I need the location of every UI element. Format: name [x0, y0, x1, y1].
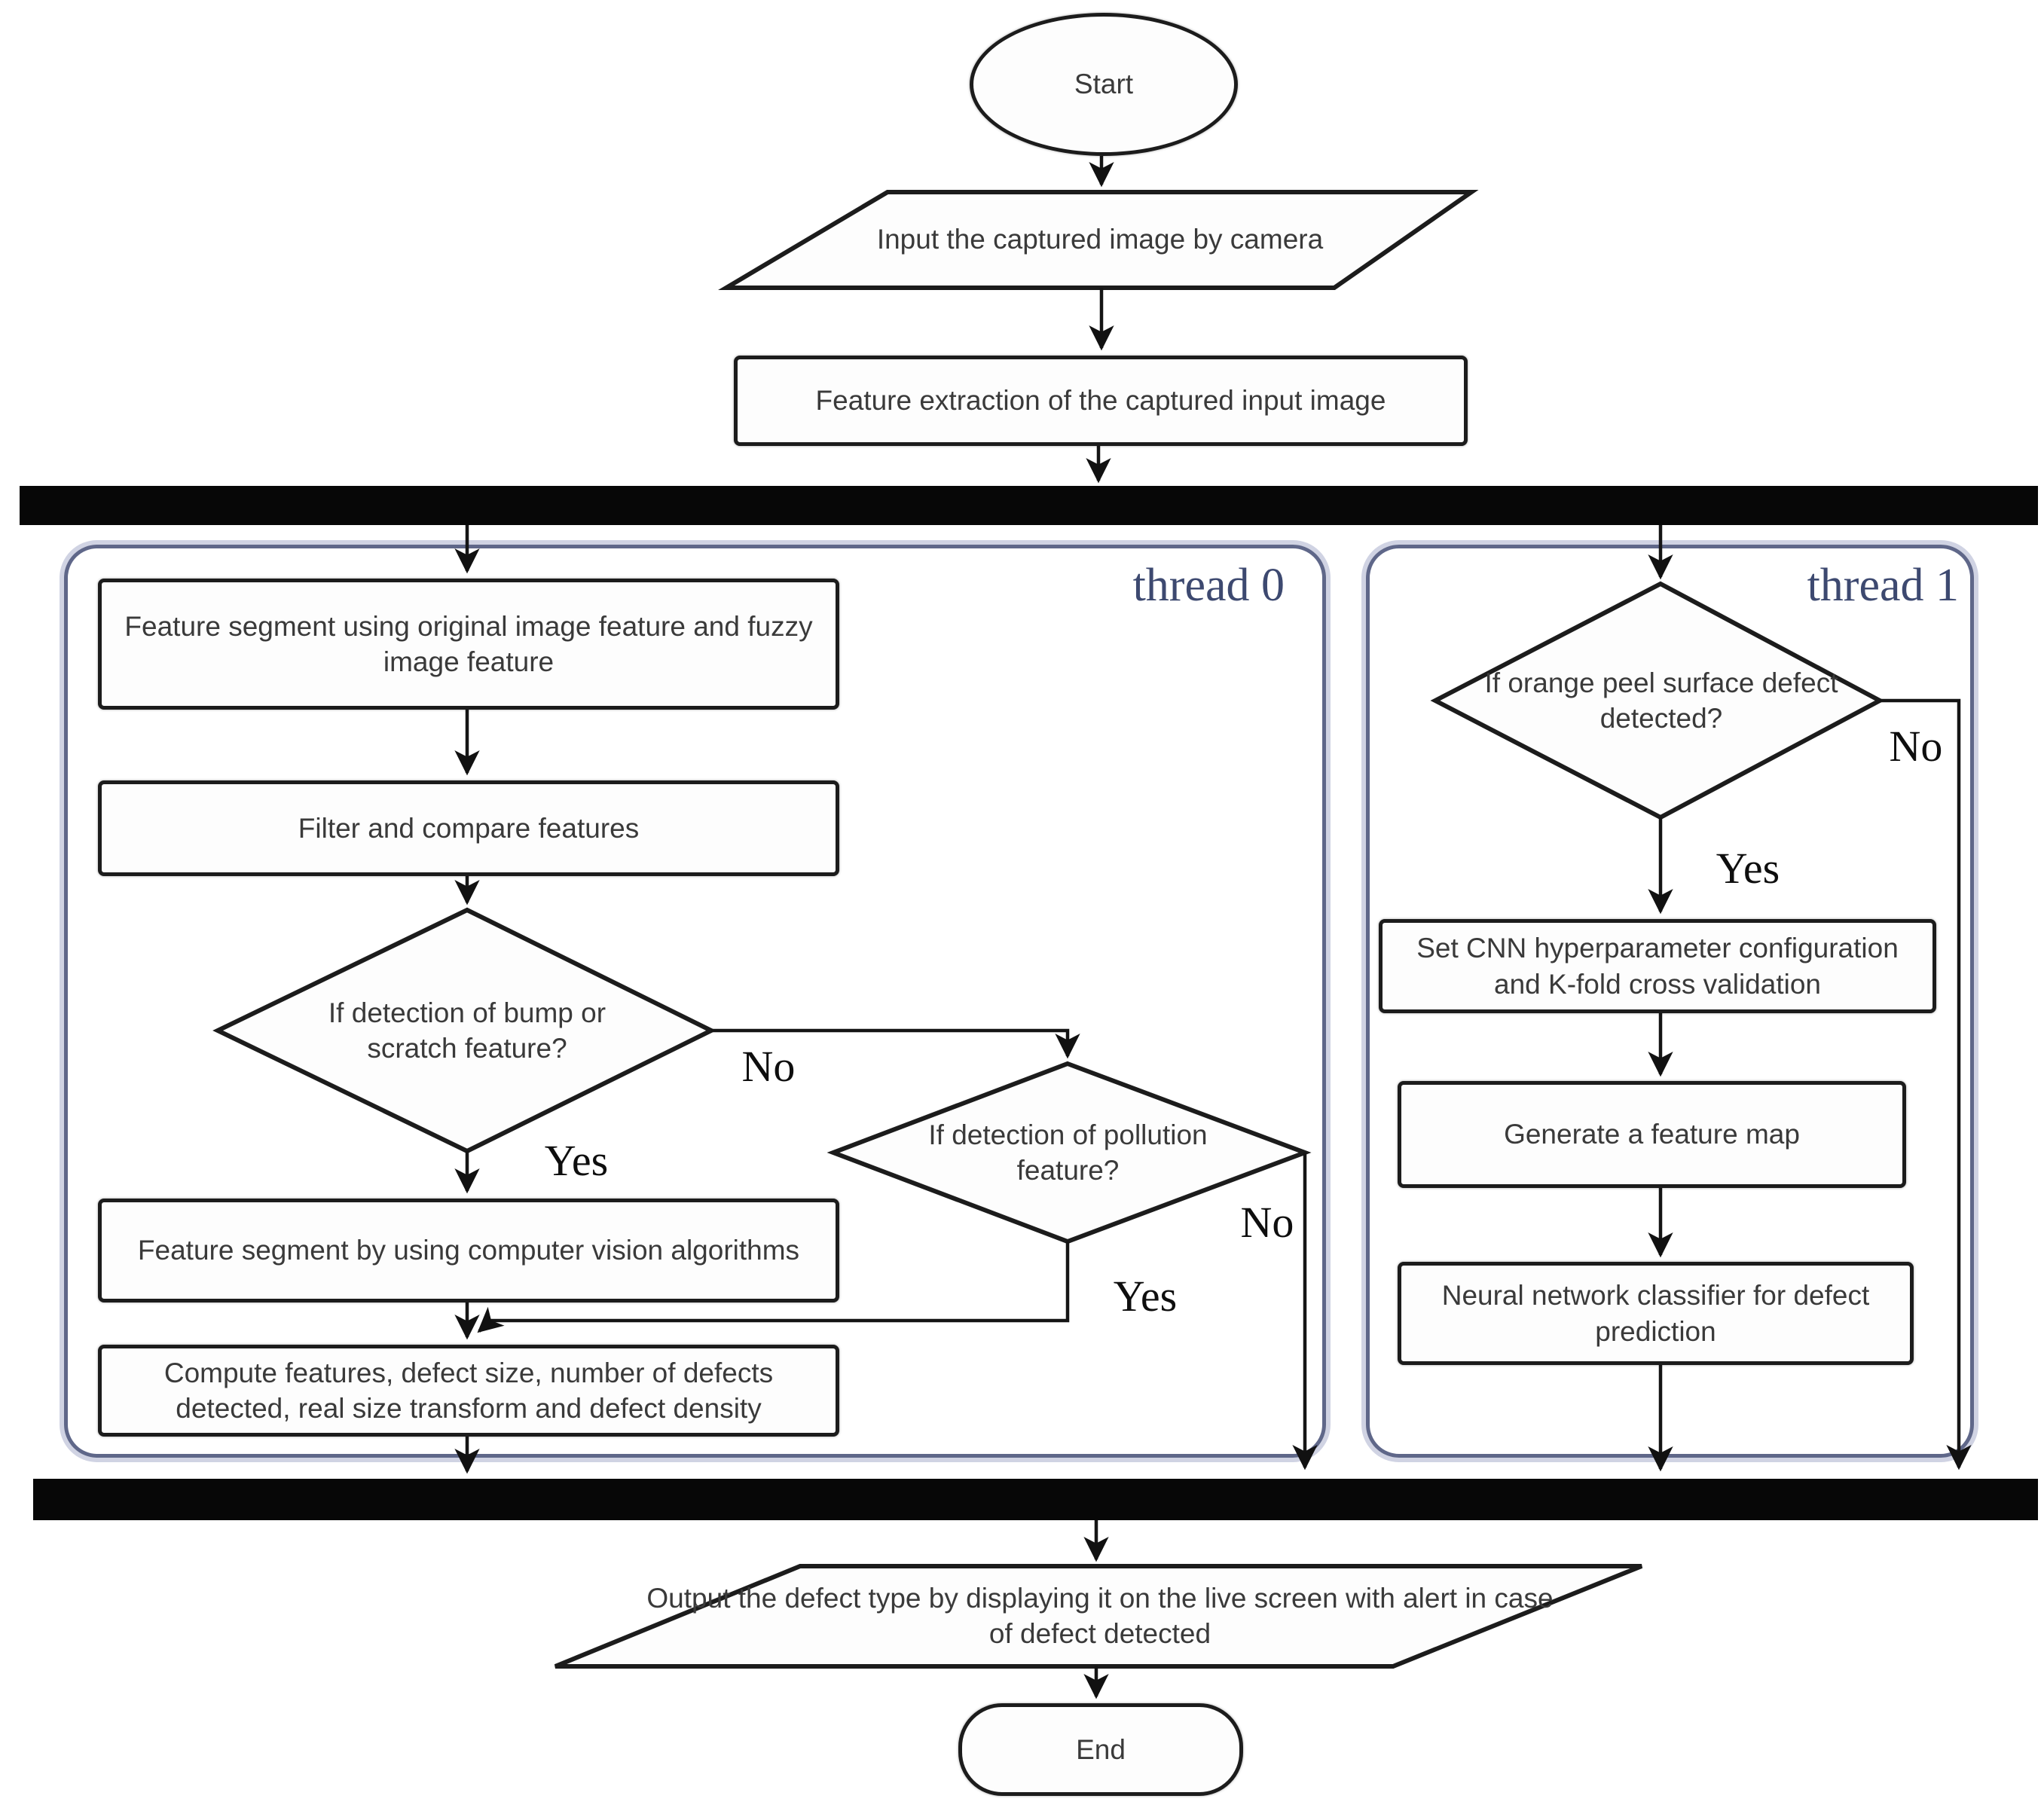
output-parallelogram	[554, 1564, 1643, 1669]
end-terminator: End	[958, 1703, 1243, 1796]
filter-compare-process: Filter and compare features	[98, 780, 839, 876]
compute-features-process: Compute features, defect size, number of…	[98, 1345, 839, 1437]
thread0-title: thread 0	[1132, 560, 1285, 611]
generate-feature-map-process: Generate a feature map	[1398, 1081, 1906, 1188]
fork-bar	[20, 486, 2038, 525]
pollution-no-branch-label: No	[1240, 1198, 1294, 1247]
feature-segment-fuzzy-label: Feature segment using original image fea…	[124, 610, 813, 677]
set-cnn-label: Set CNN hyperparameter configuration and…	[1416, 933, 1899, 1000]
nn-classifier-process: Neural network classifier for defect pre…	[1398, 1262, 1914, 1365]
decision-pollution-label: If detection of pollution feature?	[928, 1119, 1208, 1186]
decision-orange-peel-label: If orange peel surface defect detected?	[1484, 667, 1838, 734]
thread0-container	[64, 545, 1326, 1458]
orange-no-branch-label: No	[1889, 721, 1943, 771]
decision-bump-scratch-label: If detection of bump or scratch feature?	[328, 997, 606, 1064]
edge-bump-no-to-pollution	[711, 1028, 1080, 1059]
feature-segment-cv-label: Feature segment by using computer vision…	[137, 1235, 800, 1266]
join-bar	[33, 1479, 2038, 1520]
set-cnn-process: Set CNN hyperparameter configuration and…	[1379, 919, 1936, 1013]
input-parallelogram	[718, 190, 1479, 290]
start-terminator: Start	[970, 13, 1238, 156]
pollution-yes-branch-label: Yes	[1113, 1271, 1178, 1321]
feature-extraction-process: Feature extraction of the captured input…	[734, 356, 1468, 446]
feature-segment-fuzzy-process: Feature segment using original image fea…	[98, 579, 839, 710]
edge-pollution-yes-merge	[477, 1241, 1070, 1333]
output-io-label: Output the defect type by displaying it …	[646, 1582, 1554, 1649]
thread1-title: thread 1	[1807, 560, 1959, 611]
nn-classifier-label: Neural network classifier for defect pre…	[1441, 1280, 1870, 1347]
bump-yes-branch-label: Yes	[544, 1135, 609, 1185]
input-io-label: Input the captured image by camera	[876, 224, 1324, 255]
filter-compare-label: Filter and compare features	[298, 812, 640, 844]
generate-feature-map-label: Generate a feature map	[1504, 1119, 1800, 1150]
feature-segment-cv-process: Feature segment by using computer vision…	[98, 1199, 839, 1302]
edge-orange-no-to-join	[1880, 698, 1972, 1470]
feature-extraction-label: Feature extraction of the captured input…	[815, 385, 1386, 417]
bump-no-branch-label: No	[741, 1042, 796, 1091]
orange-yes-branch-label: Yes	[1716, 844, 1780, 893]
start-label: Start	[1074, 69, 1134, 100]
end-label: End	[1076, 1733, 1126, 1765]
compute-features-label: Compute features, defect size, number of…	[163, 1357, 774, 1424]
